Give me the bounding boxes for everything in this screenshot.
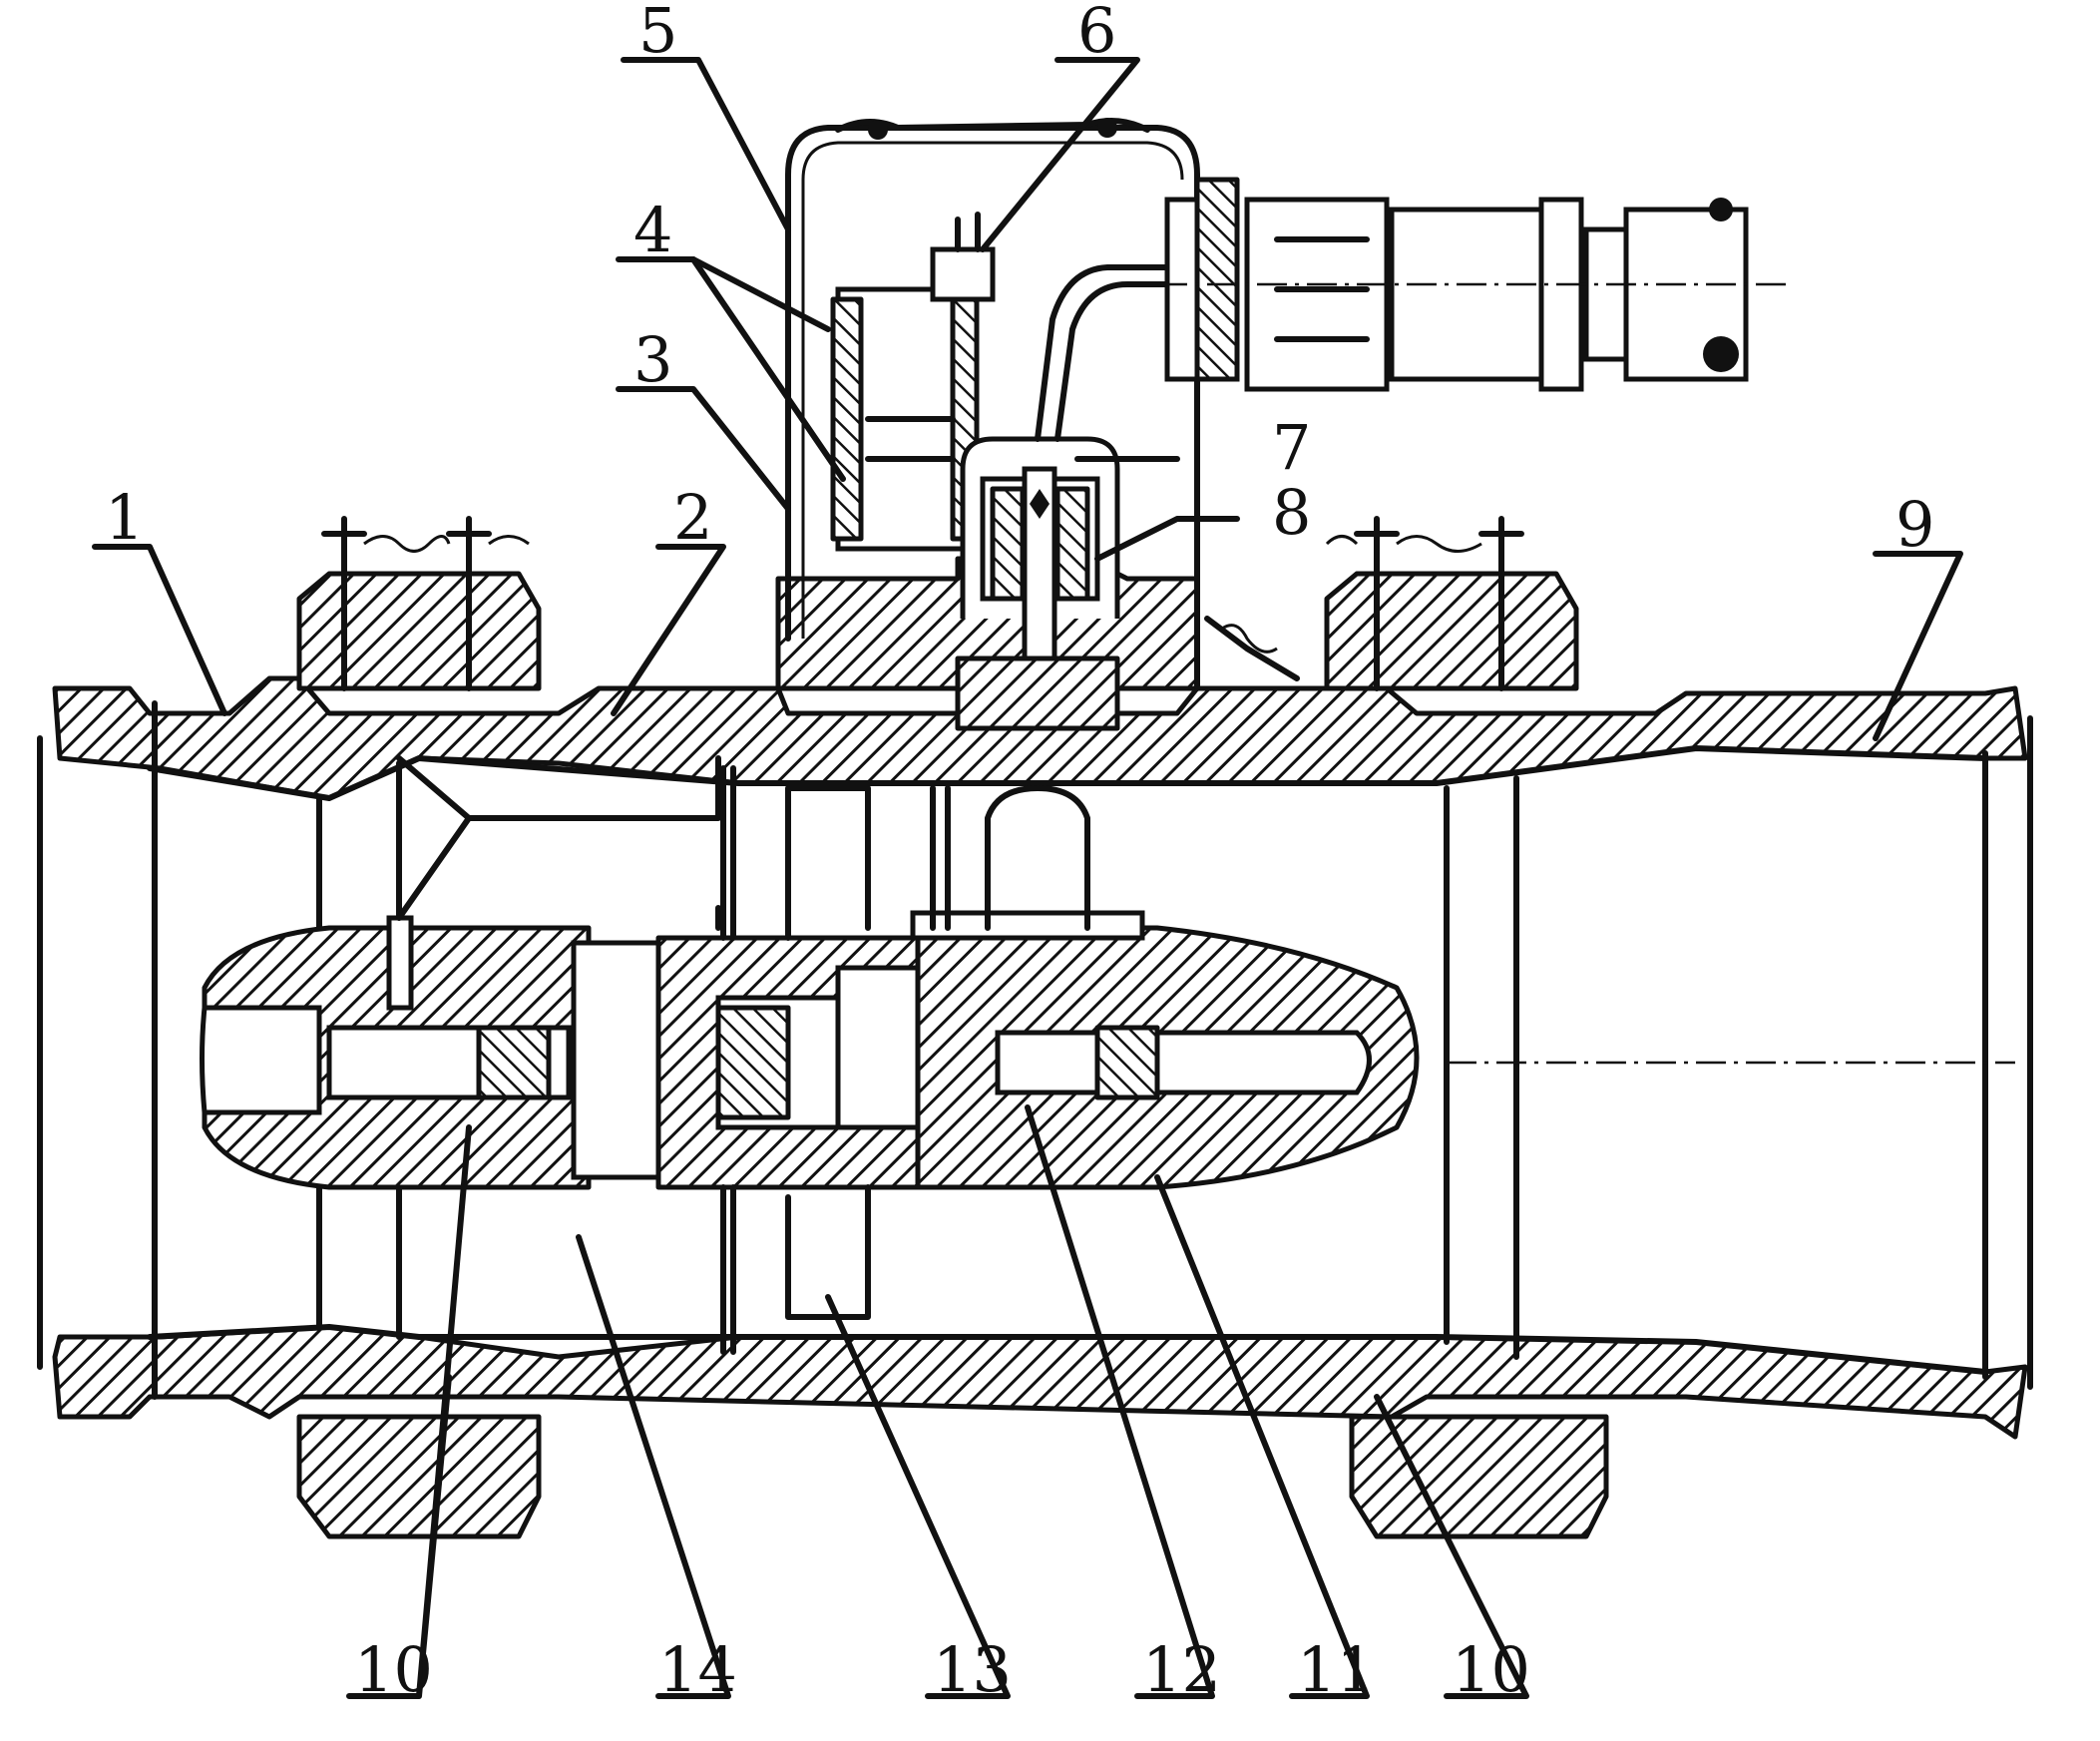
leader-3: [616, 386, 791, 512]
inner-bore-bottom: [147, 1324, 1988, 1375]
pickup-coil-right: [1054, 486, 1090, 602]
leader-10a: [346, 1124, 472, 1699]
pipe-body: [37, 516, 2033, 1539]
callout-4: 4: [633, 194, 672, 266]
leader-lines: [92, 57, 1963, 1699]
leader-4a: [616, 256, 831, 332]
hub-left-block: [571, 940, 666, 1180]
inner-bore-top: [147, 745, 1988, 801]
leader-2: [611, 544, 726, 716]
rear-guide-bore: [995, 1030, 1372, 1095]
leader-6: [980, 57, 1140, 252]
impeller-blade-top: [720, 765, 871, 941]
amplifier-coil: [830, 296, 864, 542]
callout-7: 7: [1272, 411, 1311, 484]
callout-10-left: 10: [354, 1633, 433, 1706]
callout-10-right: 10: [1452, 1633, 1530, 1706]
pickup-nut: [955, 655, 1120, 731]
flange-bolts: [321, 516, 1524, 691]
callout-8: 8: [1272, 476, 1311, 549]
impeller-blade-bottom: [720, 1184, 871, 1355]
leader-11: [1154, 1174, 1370, 1699]
impeller-bearing: [715, 1005, 791, 1120]
connector-nut: [1538, 197, 1584, 392]
top-cable: [835, 118, 1150, 133]
connector-ring: [1194, 177, 1240, 382]
front-bearing: [476, 1025, 552, 1100]
connector-body: [1244, 197, 1390, 392]
callout-12: 12: [1142, 1633, 1221, 1706]
rear-top-pad: [910, 910, 1145, 941]
rear-support-strut: [985, 785, 1090, 931]
connector-sleeve: [1389, 207, 1544, 382]
callout-1: 1: [105, 481, 144, 554]
front-guide-vanes: [396, 755, 721, 931]
front-guide-bore: [200, 1005, 322, 1115]
callout-11: 11: [1297, 1633, 1376, 1706]
callout-2: 2: [673, 481, 712, 554]
callout-14: 14: [658, 1633, 737, 1706]
callout-9: 9: [1895, 488, 1934, 561]
front-pin: [386, 915, 414, 1011]
terminal-block: [930, 246, 996, 302]
pickup-coil: [990, 486, 1026, 602]
rear-bearing: [1094, 1025, 1160, 1100]
inlet-mouth: [37, 700, 158, 1400]
right-joint-lines: [1444, 775, 1519, 1360]
leader-8: [1094, 516, 1240, 562]
leader-12: [1025, 1104, 1215, 1699]
callout-labels: 1 2 3 4 5 6 7 8 9 10 14 13 12 11 10: [105, 0, 1934, 1706]
callout-6: 6: [1077, 0, 1116, 67]
ground-lug: [1204, 616, 1300, 681]
leader-4b: [690, 256, 846, 482]
leader-9: [1873, 551, 1963, 741]
housing-cover-inner: [801, 141, 1184, 639]
leader-5: [621, 57, 791, 232]
left-flange-bottom: [296, 1414, 542, 1539]
leader-1: [92, 544, 227, 716]
leader-13: [825, 1294, 1011, 1699]
turbine-assembly: [200, 755, 2015, 1355]
sensor-housing: [775, 118, 1300, 731]
pickup-wires: [1035, 264, 1180, 442]
right-flange-bottom: [1349, 1414, 1609, 1539]
right-flange-top: [1324, 571, 1579, 691]
leader-10b: [1374, 1394, 1529, 1699]
rear-support-legs: [930, 785, 951, 931]
callout-3: 3: [633, 323, 672, 396]
left-flange-top: [296, 571, 542, 691]
callout-13: 13: [933, 1633, 1012, 1706]
leader-14: [576, 1234, 731, 1699]
signal-connector: [1157, 177, 1786, 392]
callout-5: 5: [638, 0, 677, 67]
outlet-mouth: [1982, 715, 2033, 1390]
